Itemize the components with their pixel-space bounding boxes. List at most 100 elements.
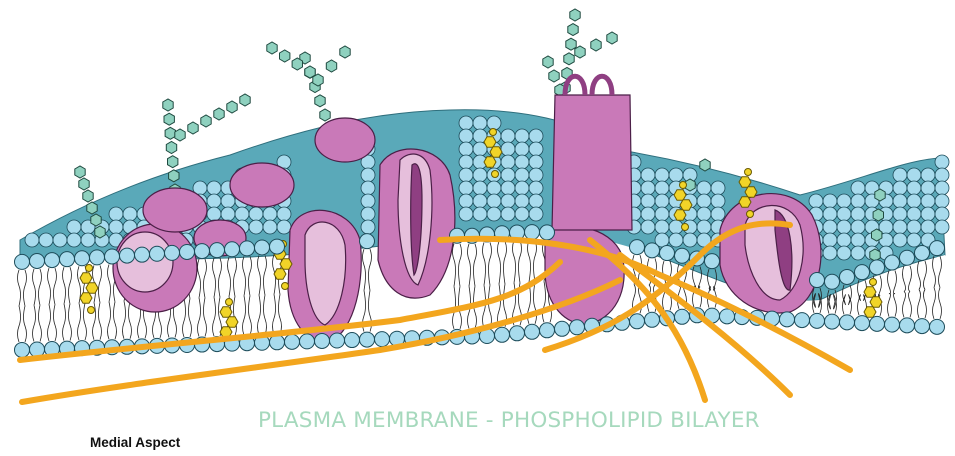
cholesterol-icon bbox=[745, 187, 757, 197]
cholesterol-icon bbox=[226, 317, 238, 327]
cholesterol-icon bbox=[745, 169, 752, 176]
phospholipid-head-icon bbox=[501, 155, 515, 169]
phospholipid-head-icon bbox=[823, 220, 837, 234]
phospholipid-head-icon bbox=[705, 254, 720, 269]
glycan-chain-icon bbox=[320, 109, 330, 121]
phospholipid-head-icon bbox=[851, 246, 865, 260]
phospholipid-head-icon bbox=[515, 142, 529, 156]
phospholipid-head-icon bbox=[870, 260, 885, 275]
phospholipid-head-icon bbox=[529, 194, 543, 208]
phospholipid-head-icon bbox=[487, 194, 501, 208]
phospholipid-head-icon bbox=[675, 309, 690, 324]
phospholipid-head-icon bbox=[900, 250, 915, 265]
phospholipid-head-icon bbox=[711, 194, 725, 208]
phospholipid-head-icon bbox=[45, 253, 60, 268]
glycan-chain-icon bbox=[870, 249, 880, 261]
phospholipid-head-icon bbox=[459, 129, 473, 143]
phospholipid-head-icon bbox=[487, 207, 501, 221]
phospholipid-head-icon bbox=[655, 207, 669, 221]
phospholipid-head-icon bbox=[361, 207, 375, 221]
phospholipid-head-icon bbox=[515, 181, 529, 195]
cholesterol-icon bbox=[282, 283, 289, 290]
cholesterol-icon bbox=[88, 307, 95, 314]
phospholipid-head-icon bbox=[935, 194, 949, 208]
phospholipid-head-icon bbox=[780, 312, 795, 327]
phospholipid-head-icon bbox=[921, 168, 935, 182]
phospholipid-head-icon bbox=[893, 233, 907, 247]
glycan-chain-icon bbox=[607, 32, 617, 44]
phospholipid-head-icon bbox=[935, 181, 949, 195]
cholesterol-icon bbox=[747, 211, 754, 218]
cholesterol-icon bbox=[870, 297, 882, 307]
cholesterol-icon bbox=[680, 200, 692, 210]
glycan-chain-icon bbox=[340, 46, 350, 58]
glycan-chain-icon bbox=[326, 60, 336, 72]
phospholipid-head-icon bbox=[907, 233, 921, 247]
cholesterol-icon bbox=[80, 293, 92, 303]
phospholipid-head-icon bbox=[855, 316, 870, 331]
phospholipid-head-icon bbox=[120, 248, 135, 263]
phospholipid-head-icon bbox=[123, 207, 137, 221]
phospholipid-head-icon bbox=[669, 233, 683, 247]
phospholipid-head-icon bbox=[893, 207, 907, 221]
phospholipid-head-icon bbox=[660, 246, 675, 261]
cholesterol-icon bbox=[490, 147, 502, 157]
phospholipid-head-icon bbox=[501, 129, 515, 143]
phospholipid-head-icon bbox=[641, 207, 655, 221]
phospholipid-head-icon bbox=[837, 207, 851, 221]
phospholipid-head-icon bbox=[935, 207, 949, 221]
phospholipid-head-icon bbox=[570, 320, 585, 335]
phospholipid-head-icon bbox=[501, 207, 515, 221]
phospholipid-head-icon bbox=[361, 168, 375, 182]
phospholipid-head-icon bbox=[935, 155, 949, 169]
cholesterol-icon bbox=[80, 273, 92, 283]
protein-icon bbox=[315, 118, 375, 162]
phospholipid-head-icon bbox=[915, 245, 930, 260]
phospholipid-head-icon bbox=[210, 243, 225, 258]
phospholipid-head-icon bbox=[515, 155, 529, 169]
phospholipid-head-icon bbox=[893, 181, 907, 195]
phospholipid-head-icon bbox=[90, 250, 105, 265]
glycan-chain-icon bbox=[543, 56, 553, 68]
phospholipid-head-icon bbox=[840, 269, 855, 284]
phospholipid-head-icon bbox=[669, 220, 683, 234]
phospholipid-head-icon bbox=[529, 181, 543, 195]
phospholipid-head-icon bbox=[675, 248, 690, 263]
protein-icon bbox=[545, 76, 632, 325]
phospholipid-head-icon bbox=[270, 239, 285, 254]
phospholipid-head-icon bbox=[360, 332, 375, 347]
glycan-chain-icon bbox=[201, 115, 211, 127]
phospholipid-head-icon bbox=[851, 181, 865, 195]
phospholipid-head-icon bbox=[907, 194, 921, 208]
phospholipid-head-icon bbox=[15, 342, 30, 357]
phospholipid-head-icon bbox=[851, 194, 865, 208]
phospholipid-head-icon bbox=[207, 194, 221, 208]
phospholipid-head-icon bbox=[473, 116, 487, 130]
phospholipid-head-icon bbox=[870, 316, 885, 331]
phospholipid-head-icon bbox=[540, 225, 555, 240]
glycan-chain-icon bbox=[575, 46, 585, 58]
phospholipid-head-icon bbox=[53, 233, 67, 247]
phospholipid-head-icon bbox=[501, 194, 515, 208]
phospholipid-head-icon bbox=[473, 207, 487, 221]
phospholipid-head-icon bbox=[225, 242, 240, 257]
cholesterol-icon bbox=[674, 190, 686, 200]
phospholipid-head-icon bbox=[277, 220, 291, 234]
phospholipid-head-icon bbox=[459, 168, 473, 182]
glycan-chain-icon bbox=[280, 50, 290, 62]
phospholipid-head-icon bbox=[473, 168, 487, 182]
phospholipid-head-icon bbox=[515, 207, 529, 221]
phospholipid-head-icon bbox=[851, 207, 865, 221]
glycan-chain-icon bbox=[163, 99, 173, 111]
phospholipid-head-icon bbox=[495, 327, 510, 342]
phospholipid-head-icon bbox=[935, 168, 949, 182]
phospholipid-head-icon bbox=[459, 116, 473, 130]
phospholipid-head-icon bbox=[907, 220, 921, 234]
phospholipid-head-icon bbox=[501, 168, 515, 182]
phospholipid-head-icon bbox=[893, 194, 907, 208]
phospholipid-head-icon bbox=[683, 233, 697, 247]
glycan-chain-icon bbox=[75, 166, 85, 178]
glycan-chain-icon bbox=[87, 202, 97, 214]
phospholipid-head-icon bbox=[810, 273, 825, 288]
phospholipid-head-icon bbox=[697, 220, 711, 234]
